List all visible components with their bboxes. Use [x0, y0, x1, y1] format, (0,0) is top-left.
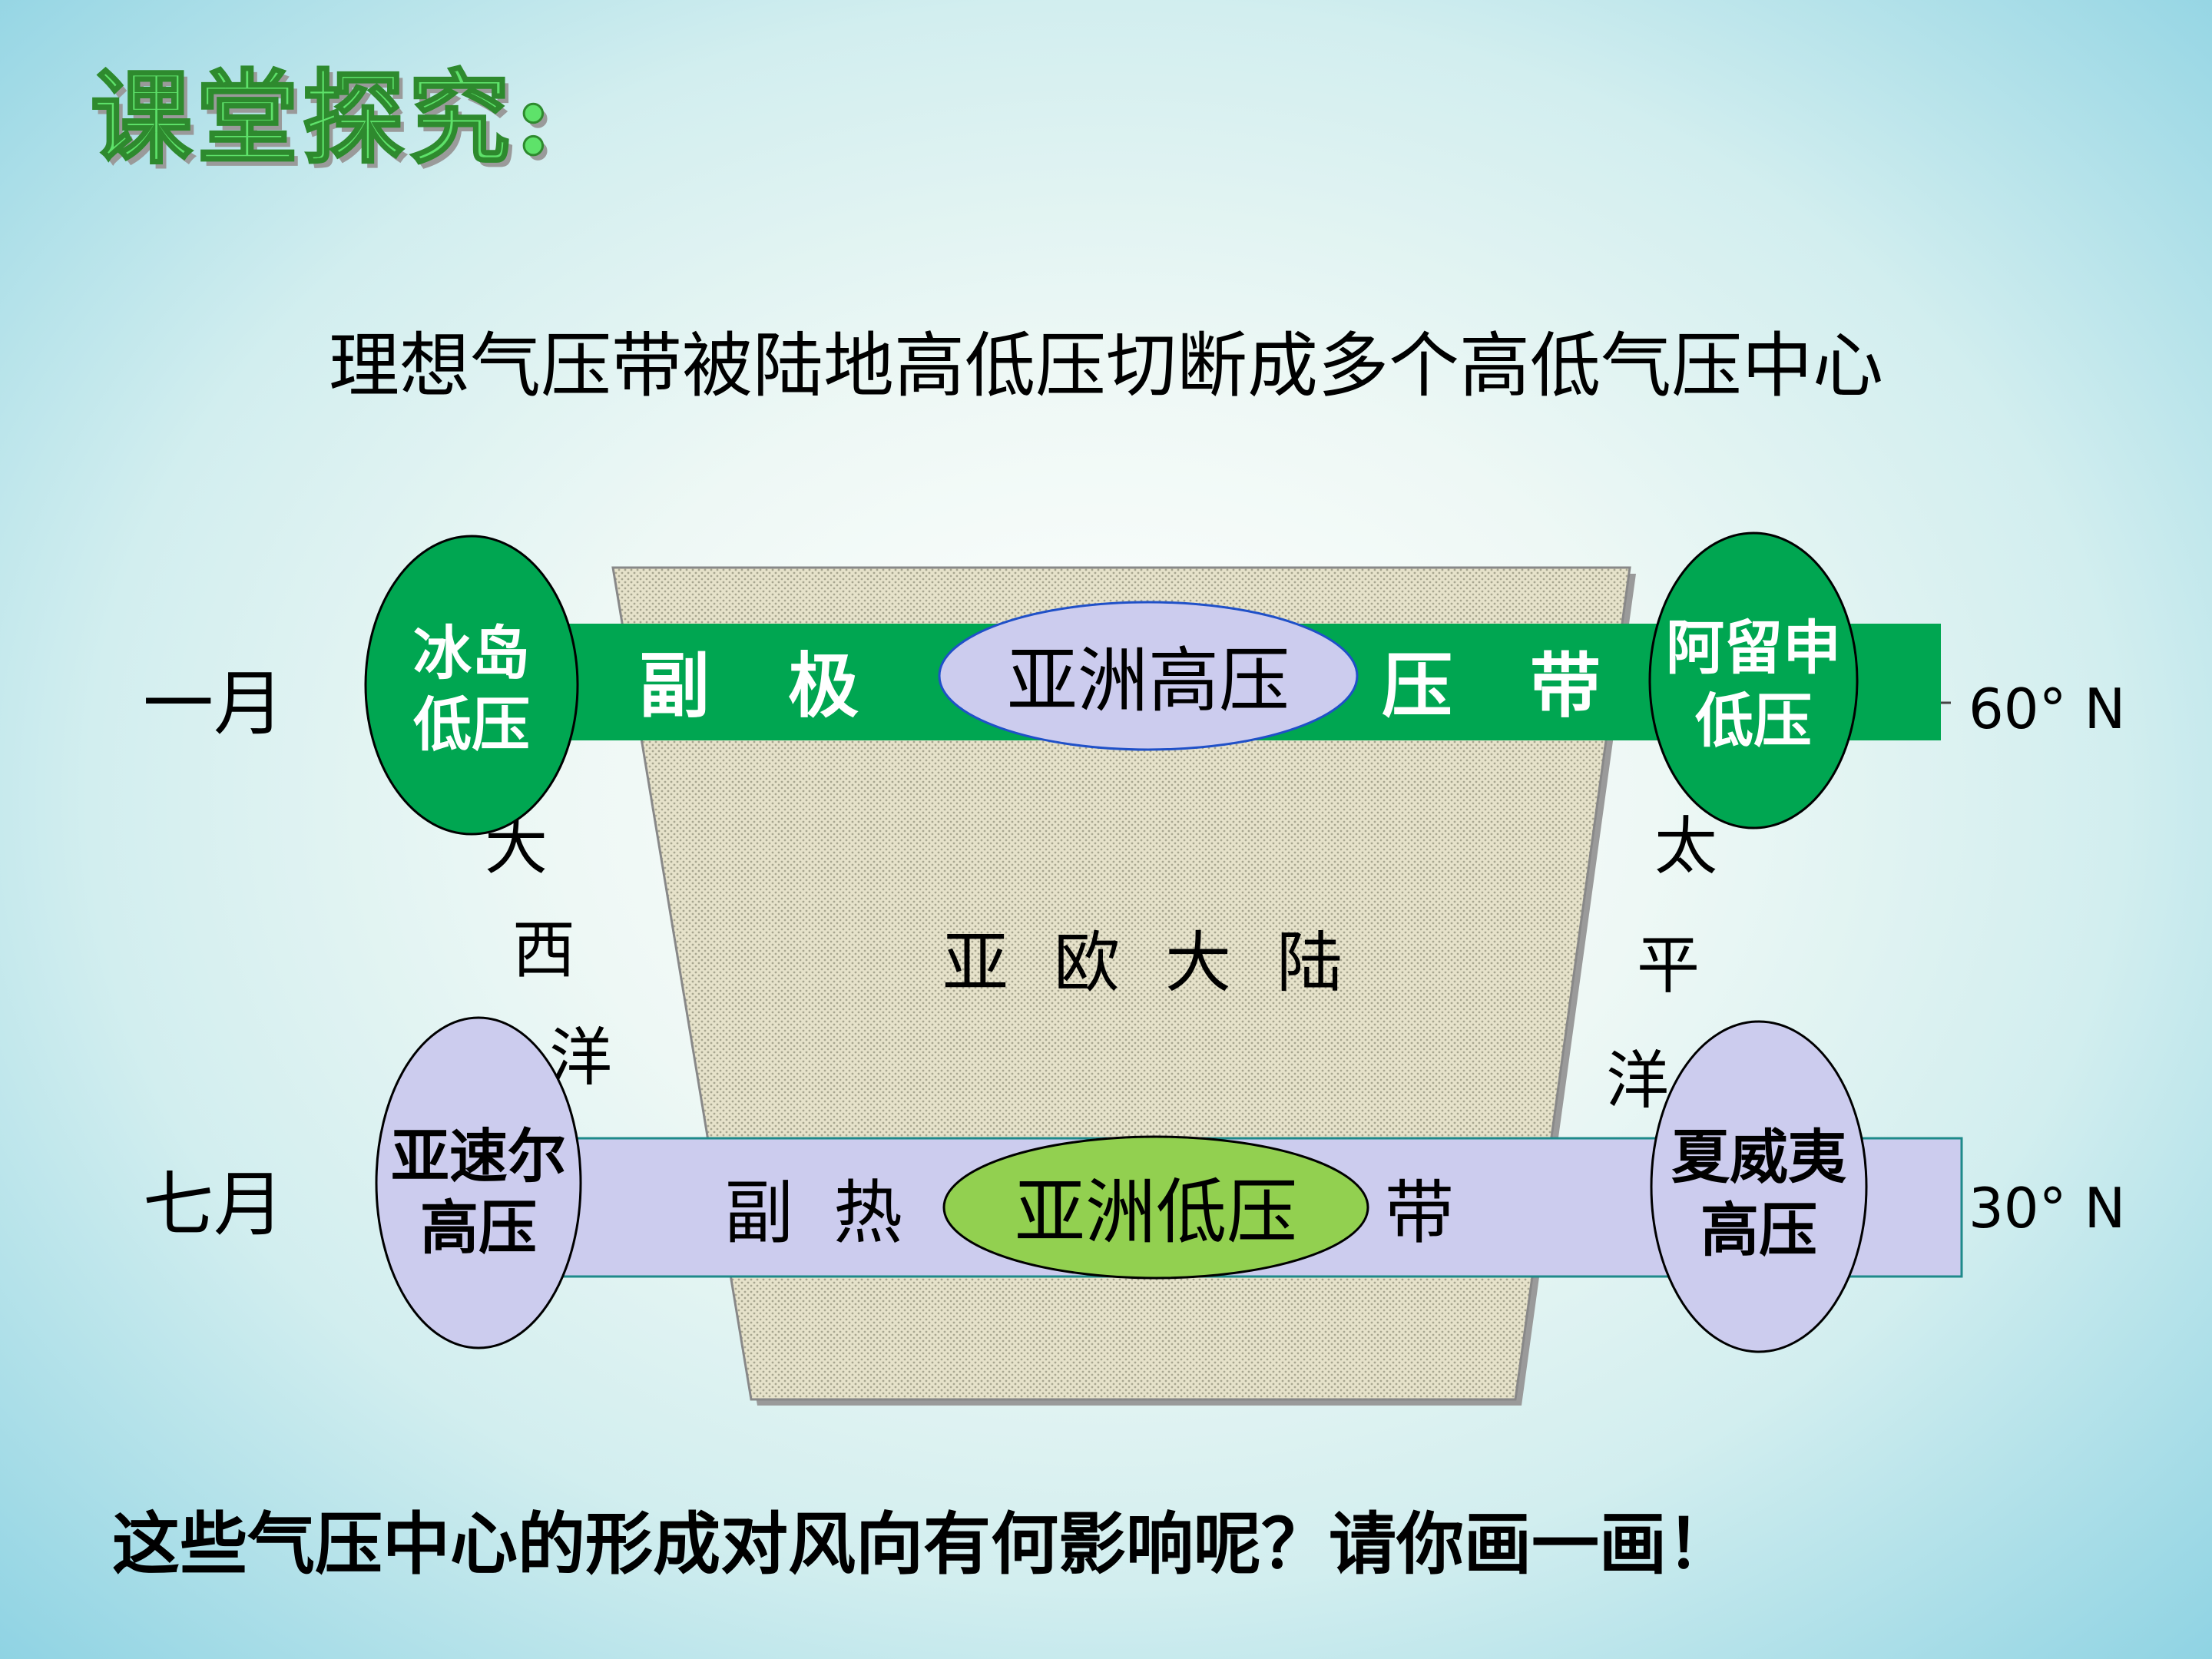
- pacific-char: 太: [1654, 810, 1717, 883]
- hawaii-high-label: 高压: [1700, 1196, 1817, 1264]
- asia-low-label: 亚洲低压: [1015, 1171, 1297, 1253]
- pacific-char: 洋: [1606, 1045, 1669, 1118]
- aleutian-low-label: 阿留申: [1666, 614, 1841, 682]
- iceland-low-center: [364, 535, 579, 836]
- question-text: 这些气压中心的形成对风向有何影响呢？请你画一画！: [112, 1504, 1735, 1584]
- iceland-low-label: 冰岛: [413, 619, 530, 687]
- azores-high-label: 亚速尔: [391, 1122, 566, 1190]
- iceland-low-label: 低压: [413, 690, 530, 759]
- belt-char: 副: [724, 1173, 793, 1253]
- belt-char: 副: [639, 645, 710, 727]
- continent-char: 大: [1165, 925, 1231, 1002]
- subtitle: 理想气压带被陆地高低压切断成多个高低气压中心: [328, 325, 1883, 407]
- asia-high-center: [938, 601, 1359, 751]
- month-label: 七月: [143, 1164, 284, 1246]
- azores-high-center: [375, 1016, 582, 1349]
- continent-char: 亚: [942, 925, 1008, 1002]
- belt-char: 带: [1385, 1173, 1454, 1253]
- continent-char: 陆: [1277, 925, 1343, 1002]
- asia-high-label: 亚洲高压: [1007, 640, 1290, 722]
- month-label: 一月: [143, 663, 284, 745]
- hawaii-high-center: [1650, 1020, 1868, 1353]
- belt-char: 压: [1382, 645, 1452, 727]
- azores-high-label: 高压: [420, 1194, 537, 1262]
- belt-char: 极: [788, 645, 859, 727]
- continent-char: 欧: [1054, 925, 1120, 1002]
- hawaii-high-label: 夏威夷: [1671, 1123, 1846, 1191]
- aleutian-low-label: 低压: [1695, 687, 1812, 755]
- belt-char: 带: [1530, 645, 1601, 727]
- aleutian-low-center: [1648, 531, 1859, 830]
- asia-low-center: [942, 1135, 1369, 1280]
- atlantic-char: 西: [512, 914, 575, 987]
- latitude-label: 30° N: [1969, 1176, 2125, 1240]
- page-title: 课堂探究:: [90, 58, 557, 180]
- latitude-label: 60° N: [1969, 677, 2125, 741]
- belt-char: 热: [833, 1173, 902, 1253]
- pacific-char: 平: [1637, 929, 1700, 1002]
